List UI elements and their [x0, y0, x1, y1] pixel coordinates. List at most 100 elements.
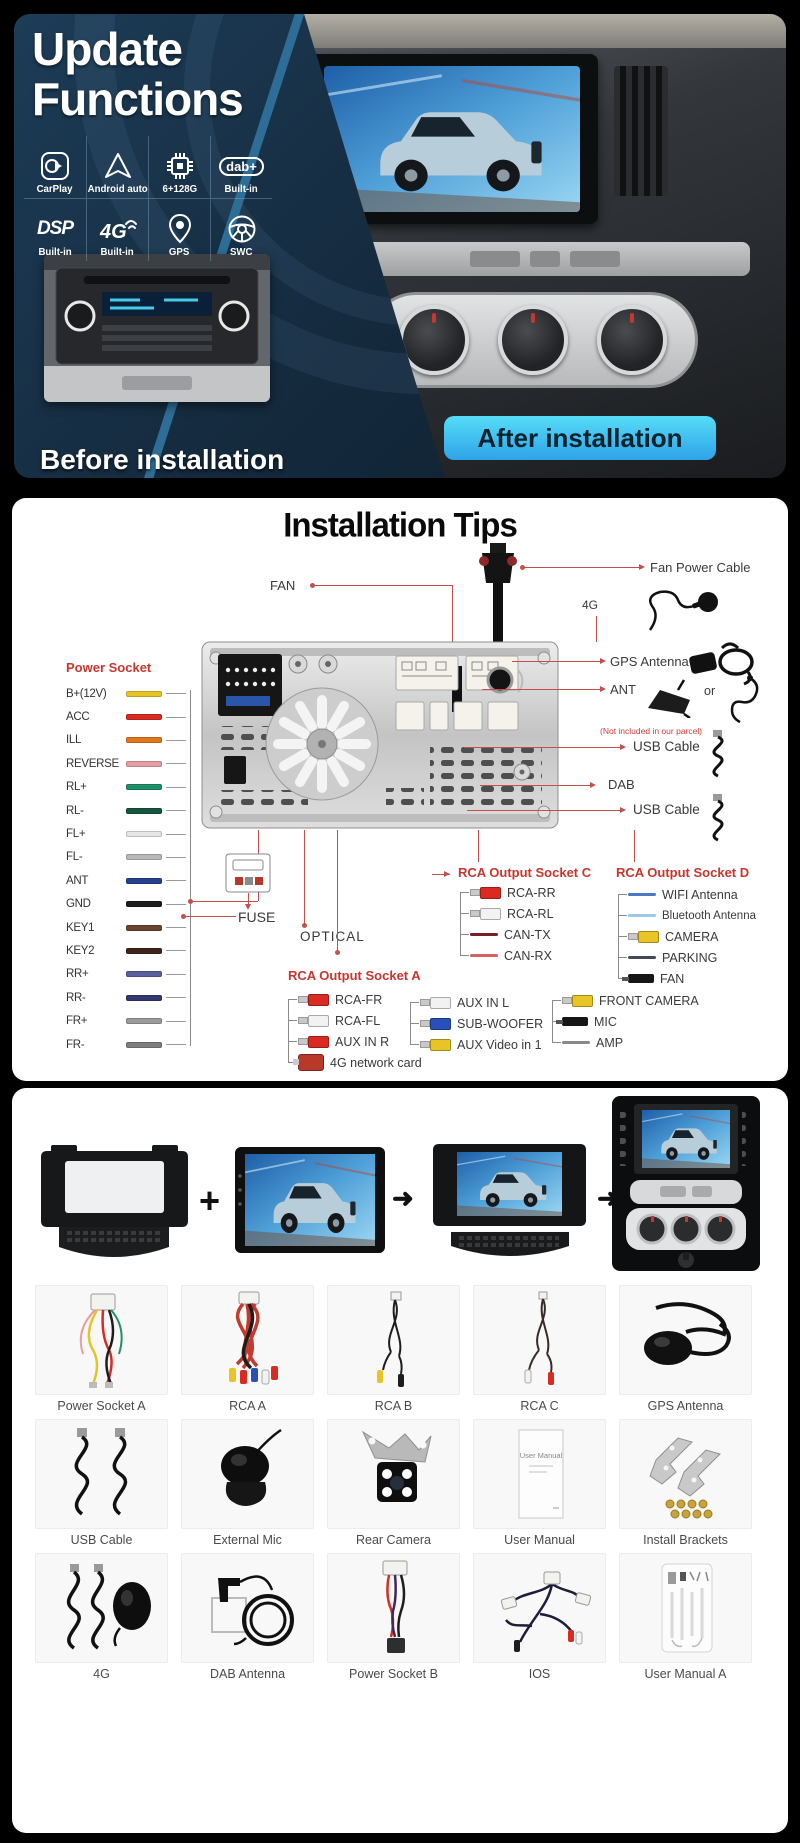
package-item-label: Power Socket B — [349, 1667, 438, 1681]
wire-row: ILL — [66, 729, 196, 752]
rca-plug — [480, 907, 501, 920]
wire-row: B+(12V) — [66, 682, 196, 705]
package-item: External Mic — [181, 1419, 314, 1549]
wire-row: FL+ — [66, 822, 196, 845]
svg-text:User Manual: User Manual — [519, 1451, 562, 1460]
dsp-icon: DSP — [36, 218, 74, 239]
suv-wallpaper — [324, 66, 580, 212]
after-installation-badge: After installation — [444, 416, 716, 460]
connector-row: 4G network card — [288, 1052, 422, 1073]
package-item: Power Socket A — [35, 1285, 168, 1415]
user-manual-a-image — [619, 1553, 752, 1663]
climate-panel — [368, 292, 698, 388]
mic-plug — [556, 1017, 588, 1026]
group-bracket — [288, 999, 289, 1063]
dashboard-top — [304, 14, 786, 48]
connector-row: AUX IN L — [410, 992, 543, 1013]
android-auto-icon — [103, 149, 133, 183]
annotation-line — [523, 567, 639, 568]
package-grid: Power Socket A RCA A — [35, 1285, 752, 1687]
badge-gps: GPS — [148, 198, 210, 261]
before-installation-label: Before installation — [40, 444, 285, 475]
annotation-dot — [181, 914, 186, 919]
package-item: RCA C — [473, 1285, 606, 1415]
annotation-line — [596, 616, 597, 642]
usb-cable-label-2: USB Cable — [633, 802, 700, 817]
after-installation-photo: After installation — [304, 14, 786, 478]
rear-camera-image — [327, 1419, 460, 1529]
user-manual-image: User Manual — [473, 1419, 606, 1529]
hero-title-line1: Update — [32, 23, 183, 75]
annotation-line — [304, 830, 305, 924]
wire-color — [126, 760, 162, 767]
annotation-line — [314, 585, 452, 586]
connector-row: AMP — [552, 1032, 699, 1053]
package-item: Install Brackets — [619, 1419, 752, 1549]
annotation-line — [184, 916, 236, 917]
annotation-dot — [188, 899, 193, 904]
badge-dab: dab+ Built-in — [210, 136, 272, 198]
package-item: Power Socket B — [327, 1553, 460, 1683]
rca-plug — [638, 930, 659, 943]
connector-row: CAMERA — [618, 926, 756, 947]
svg-text:4G: 4G — [99, 221, 127, 243]
power-socket-b-image — [327, 1553, 460, 1663]
chip-icon — [165, 149, 195, 183]
climate-knob — [596, 305, 667, 375]
wire-bracket — [190, 690, 191, 1046]
usb-cable-label-1: USB Cable — [633, 739, 700, 754]
before-installation-photo — [44, 254, 270, 402]
arrow-symbol: ➜ — [392, 1183, 414, 1213]
package-item: USB Cable — [35, 1419, 168, 1549]
annotation-line — [478, 830, 479, 862]
wire-color — [126, 1018, 162, 1025]
ios-harness-image — [473, 1553, 606, 1663]
aux-group: AUX IN L SUB-WOOFER AUX Video in 1 — [410, 992, 543, 1055]
wire-color — [126, 854, 162, 861]
fascia-frame-image — [41, 1145, 188, 1257]
wire-row: REVERSE — [66, 752, 196, 775]
annotation-line — [480, 785, 590, 786]
dash-trim — [320, 242, 750, 276]
package-item-label: Install Brackets — [643, 1533, 728, 1547]
hero-title-line2: Functions — [32, 73, 244, 125]
plus-symbol: + — [199, 1180, 221, 1221]
annotation-arrow — [600, 686, 606, 692]
tips-title: Installation Tips — [283, 505, 518, 544]
ant-adapter-icon — [648, 679, 691, 718]
annotation-arrow — [444, 871, 450, 877]
power-socket-wire-list: B+(12V) ACC ILL REVERSE RL+ RL- FL+ FL- … — [66, 682, 196, 1056]
fuse-box-image — [225, 853, 271, 893]
wire-plug — [628, 914, 656, 917]
wire-color — [126, 714, 162, 721]
4g-mic-icon — [648, 590, 718, 631]
wire-row: FL- — [66, 846, 196, 869]
wire-color — [126, 807, 162, 814]
package-item-label: USB Cable — [70, 1533, 133, 1547]
annotation-line — [432, 874, 450, 875]
rca-plug — [430, 1017, 451, 1030]
4g-label: 4G — [582, 598, 599, 612]
wire-plug — [470, 933, 498, 936]
not-included-note: (Not included in our parcel) — [600, 726, 703, 736]
package-item: GPS Antenna — [619, 1285, 752, 1415]
usb-cable-image — [35, 1419, 168, 1529]
wire-color — [126, 784, 162, 791]
annotation-dot — [302, 923, 307, 928]
wire-row: FR- — [66, 1033, 196, 1056]
dab-icon: dab+ — [219, 149, 264, 183]
package-item-label: User Manual — [504, 1533, 575, 1547]
4g-icon: 4G — [98, 212, 138, 246]
wire-row: ANT — [66, 869, 196, 892]
external-mic-image — [181, 1419, 314, 1529]
installed-console-image — [612, 1096, 760, 1271]
badge-dsp: DSP Built-in — [24, 198, 86, 261]
rca-c-image — [473, 1285, 606, 1395]
connector-row: WIFI Antenna — [618, 884, 756, 905]
output-group: FRONT CAMERA MIC AMP — [552, 990, 699, 1053]
connector-row: PARKING — [618, 947, 756, 968]
annotation-line — [634, 830, 635, 862]
rca-b-image — [327, 1285, 460, 1395]
wire-row: RL+ — [66, 776, 196, 799]
connector-row: AUX Video in 1 — [410, 1034, 543, 1055]
